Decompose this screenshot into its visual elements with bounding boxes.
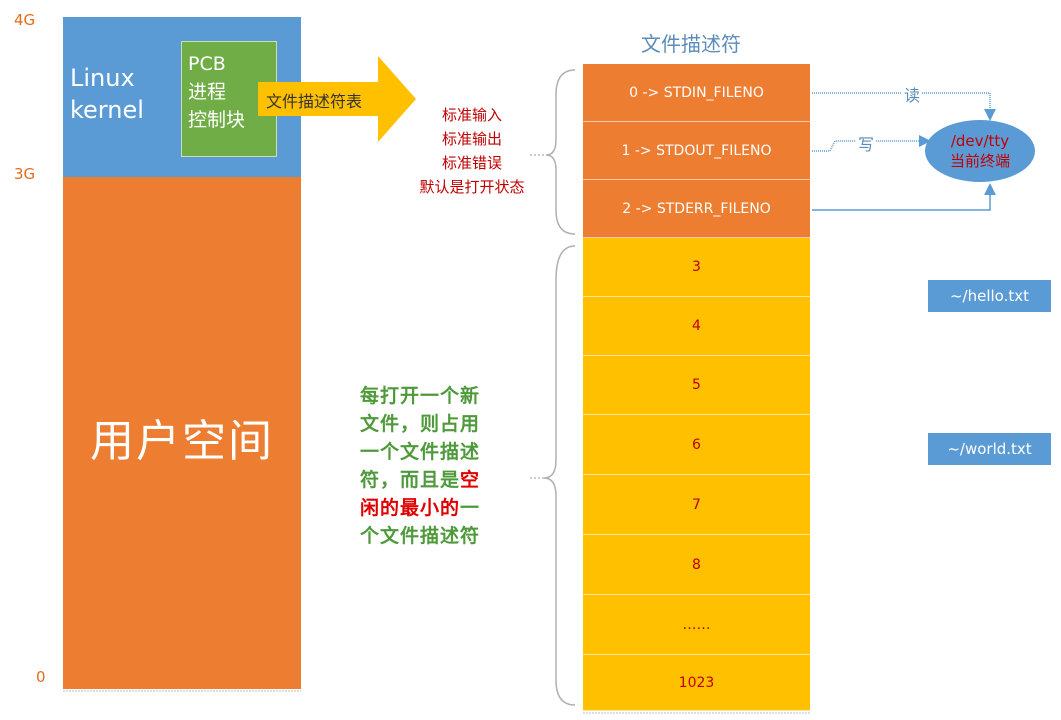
std-desc-line3: 标准错误 xyxy=(441,154,502,172)
fd-entry-7: 7 xyxy=(583,475,810,535)
read-label: 读 xyxy=(902,82,923,106)
file-hello: ~/hello.txt xyxy=(928,280,1051,312)
note-line4-green: 符，而且是 xyxy=(360,469,461,491)
allocation-note: 每打开一个新 文件，则占用 一个文件描述 符，而且是空 闲的最小的一 个文件描述… xyxy=(360,382,528,550)
fd-entry-1: 1 -> STDOUT_FILENO xyxy=(583,122,810,180)
terminal-label-line1: /dev/tty xyxy=(950,132,1010,150)
fd-entry-8: 8 xyxy=(583,535,810,595)
note-line2: 文件，则占用 xyxy=(360,413,481,435)
fd-entry-4: 4 xyxy=(583,297,810,356)
file-world: ~/world.txt xyxy=(928,433,1051,465)
std-streams-description: 标准输入 标准输出 标准错误 默认是打开状态 xyxy=(382,103,562,199)
user-space-block xyxy=(63,177,301,689)
kernel-label-line1: Linux xyxy=(70,64,135,92)
std-desc-line4: 默认是打开状态 xyxy=(419,178,525,196)
read-arrow xyxy=(812,92,996,121)
kernel-label-line2: kernel xyxy=(70,96,144,124)
terminal-node: /dev/tty 当前终端 xyxy=(925,120,1035,182)
fd-entry-1023: 1023 xyxy=(583,655,810,711)
fd-table-title: 文件描述符 xyxy=(641,32,741,56)
note-line1: 每打开一个新 xyxy=(360,385,481,407)
note-line3: 一个文件描述 xyxy=(360,441,481,463)
address-4g-label: 4G xyxy=(14,11,36,29)
note-line4-red: 空 xyxy=(460,469,481,491)
pcb-label: PCB 进程 控制块 xyxy=(188,50,278,134)
note-line5: 闲的最小的一 xyxy=(360,494,528,522)
std-brace xyxy=(545,69,576,235)
terminal-label-line2: 当前终端 xyxy=(949,152,1010,170)
pcb-label-line1: PCB xyxy=(188,53,226,75)
fd-table-arrow-label: 文件描述符表 xyxy=(266,92,363,111)
note-line4: 符，而且是空 xyxy=(360,466,528,494)
fd-table-arrow xyxy=(258,56,416,142)
address-0-label: 0 xyxy=(36,668,46,686)
address-3g-label: 3G xyxy=(14,165,36,183)
write-label: 写 xyxy=(856,131,877,155)
note-line5-green: 一 xyxy=(460,497,481,519)
fd-entry-2: 2 -> STDERR_FILENO xyxy=(583,180,810,238)
user-space-label: 用户空间 xyxy=(90,416,274,467)
fd-entry-5: 5 xyxy=(583,356,810,415)
pcb-label-line2: 进程 xyxy=(188,81,227,103)
note-line6: 个文件描述符 xyxy=(360,525,481,547)
pcb-label-line3: 控制块 xyxy=(188,109,246,131)
free-brace xyxy=(543,245,576,706)
std-desc-line2: 标准输出 xyxy=(441,130,502,148)
stderr-arrow xyxy=(812,183,996,211)
fd-entry-6: 6 xyxy=(583,415,810,475)
note-line5-red: 闲的最小的 xyxy=(360,497,461,519)
fd-entry-ellipsis: …… xyxy=(583,595,810,655)
fd-entry-0: 0 -> STDIN_FILENO xyxy=(583,64,810,122)
fd-entry-3: 3 xyxy=(583,238,810,297)
kernel-label: Linux kernel xyxy=(70,62,170,126)
write-arrow xyxy=(812,135,931,152)
std-desc-line1: 标准输入 xyxy=(441,106,502,124)
